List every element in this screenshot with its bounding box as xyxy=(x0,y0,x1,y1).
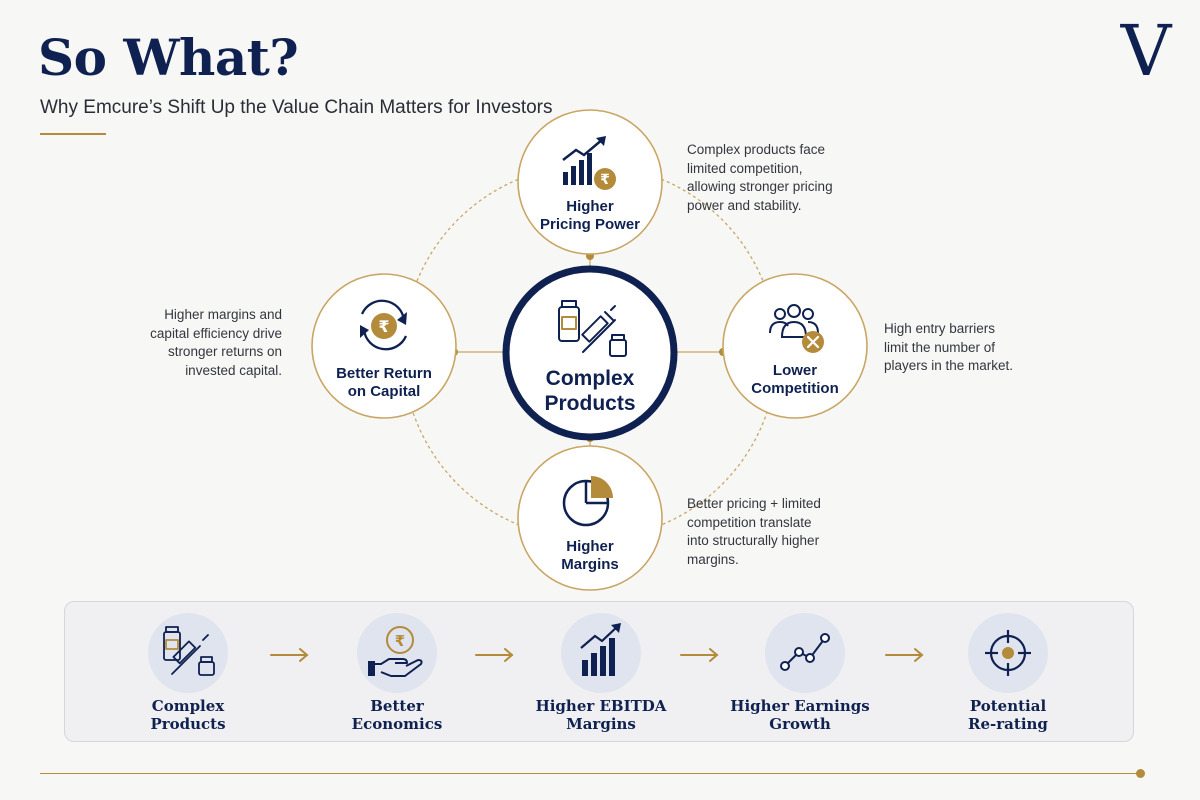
flow-step-label: Higher EBITDA Margins xyxy=(535,697,667,733)
right-arrow-icon xyxy=(475,648,514,662)
node-label-returns: Better Return on Capital xyxy=(336,365,432,400)
bottom-divider-dot xyxy=(1136,769,1145,778)
node-circle-margins xyxy=(517,445,663,591)
svg-text:₹: ₹ xyxy=(395,632,405,650)
medicine-vial-syringe-icon xyxy=(558,300,627,357)
description-competition: High entry barriers limit the number of … xyxy=(884,321,1014,373)
flow-icon-backgrounds xyxy=(148,613,1048,693)
page-title: So What? xyxy=(38,28,299,87)
brand-logo: V xyxy=(1120,10,1172,92)
medicine-vial-syringe-icon xyxy=(163,626,215,676)
description-pricing: Complex products face limited competitio… xyxy=(687,142,833,213)
rising-bar-chart-rupee-icon: ₹ xyxy=(562,136,616,190)
bottom-divider xyxy=(40,773,1140,774)
svg-text:₹: ₹ xyxy=(378,317,389,336)
description-margins: Better pricing + limited competition tra… xyxy=(687,496,821,567)
flow-step-label: Better Economics xyxy=(351,697,443,733)
rupee-cycle-icon: ₹ xyxy=(360,299,408,351)
center-label: Complex Products xyxy=(544,367,636,415)
right-arrow-icon xyxy=(680,648,719,662)
right-arrow-icon xyxy=(885,648,924,662)
target-crosshair-icon xyxy=(985,630,1031,676)
title-underline xyxy=(40,133,106,135)
flow-step-label: Complex Products xyxy=(150,697,226,733)
node-label-margins: Higher Margins xyxy=(561,538,619,573)
center-circle xyxy=(502,265,678,441)
node-circle-competition xyxy=(722,273,868,419)
node-label-competition: Lower Competition xyxy=(751,362,839,397)
svg-text:₹: ₹ xyxy=(600,172,610,188)
page-subtitle: Why Emcure’s Shift Up the Value Chain Ma… xyxy=(40,97,553,118)
group-with-x-icon xyxy=(769,304,819,338)
hand-rupee-coin-icon: ₹ xyxy=(368,626,423,677)
node-label-pricing: Higher Pricing Power xyxy=(539,198,641,233)
line-trend-icon xyxy=(780,633,830,671)
bar-chart-growth-icon xyxy=(580,623,621,676)
right-arrow-icon xyxy=(270,648,309,662)
pie-chart-icon xyxy=(562,476,613,527)
flow-step-label: Higher Earnings Growth xyxy=(730,697,870,733)
flow-step-label: Potential Re-rating xyxy=(968,697,1048,733)
node-circle-returns xyxy=(311,273,457,419)
description-returns: Higher margins and capital efficiency dr… xyxy=(150,307,282,378)
